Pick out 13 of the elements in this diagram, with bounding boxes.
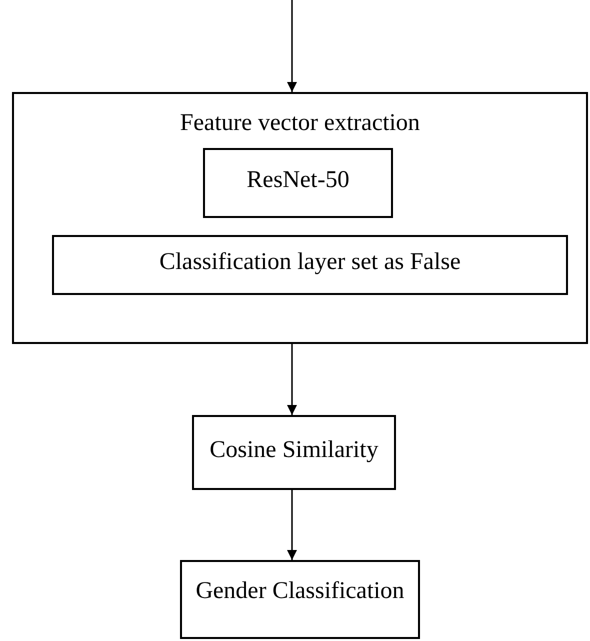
process-box xyxy=(52,235,568,295)
process-box xyxy=(180,560,420,639)
box-label: Classification layer set as False xyxy=(158,249,462,276)
process-box xyxy=(192,415,396,490)
group-box xyxy=(12,92,588,344)
box-label: Gender Classification xyxy=(194,578,406,605)
arrow xyxy=(287,490,297,560)
group-title: Feature vector extraction xyxy=(179,110,421,137)
arrow xyxy=(287,344,297,415)
box-label: ResNet-50 xyxy=(246,167,350,194)
process-box xyxy=(203,148,393,218)
box-label: Cosine Similarity xyxy=(208,437,380,464)
arrow xyxy=(287,0,297,92)
